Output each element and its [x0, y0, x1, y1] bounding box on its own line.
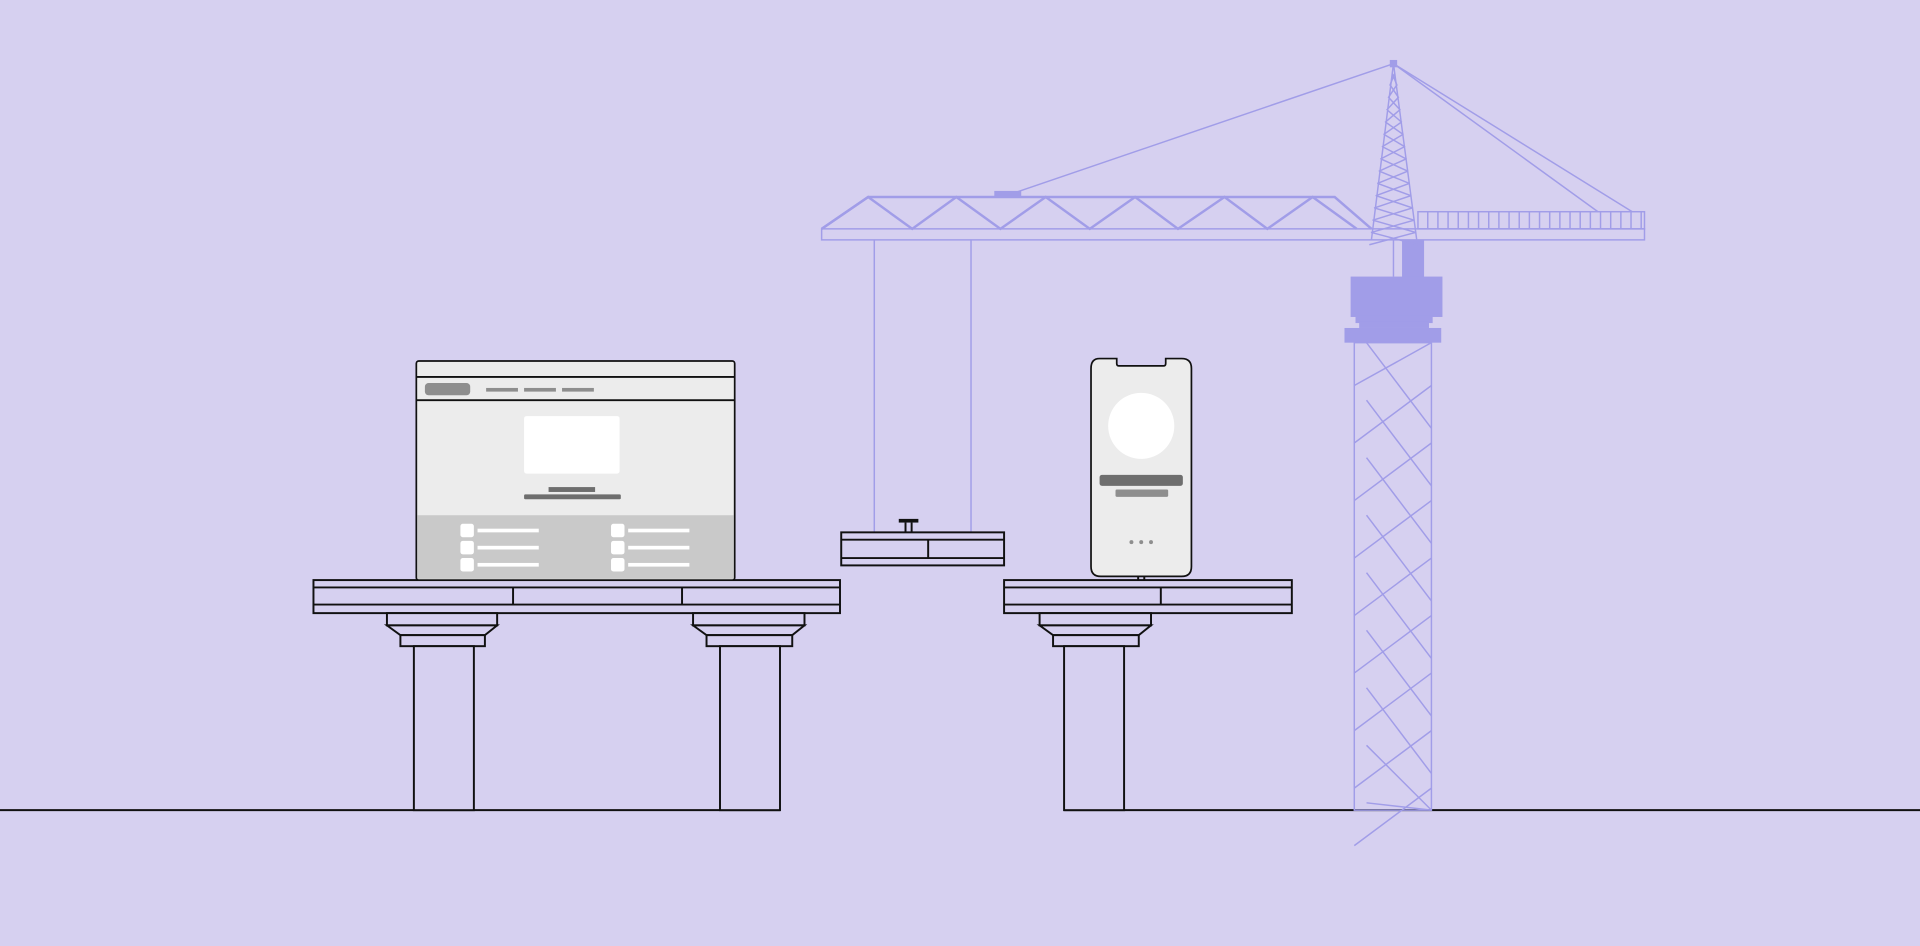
crane-mast-brace: [1380, 158, 1409, 173]
crane-mast-brace: [1377, 182, 1412, 197]
crane-mast-brace: [1389, 73, 1396, 86]
crane-mast-brace: [1388, 97, 1401, 111]
crane-mast-brace: [1376, 170, 1408, 185]
bridge-deck: [1003, 579, 1293, 615]
crane-tower-brace: [1365, 342, 1433, 429]
crane-tower-brace: [1365, 572, 1433, 659]
crane-mast-brace: [1379, 146, 1405, 160]
crane-peak: [1389, 59, 1398, 68]
feature-checkbox-icon: [460, 540, 474, 555]
crane-mast-brace: [1390, 85, 1400, 99]
bridge-pier: [1036, 612, 1154, 812]
pier-cap: [1038, 612, 1152, 627]
avatar-placeholder: [1108, 392, 1175, 459]
page-dots: [1129, 540, 1153, 545]
pier-cap: [692, 612, 806, 627]
pier-cap-taper: [690, 624, 808, 637]
feature-text-line: [628, 528, 690, 533]
crane-tower-brace: [1353, 672, 1432, 732]
pier-column: [719, 645, 781, 812]
pier-column: [1063, 645, 1126, 812]
crane-jib-truss: [820, 195, 1358, 231]
feature-list: [460, 523, 690, 572]
crane-tower-brace: [1353, 384, 1432, 444]
crane-jib-bottom: [820, 228, 1646, 241]
crane-tower-brace: [1365, 399, 1433, 487]
pier-cap-base: [399, 634, 486, 648]
crane-mast-brace: [1383, 133, 1406, 148]
bridge-deck: [312, 579, 841, 615]
crane-tower-brace: [1366, 802, 1432, 811]
crane-cable-front: [1016, 62, 1394, 193]
feature-checkbox-icon: [611, 540, 625, 555]
crane-tower-brace: [1365, 687, 1433, 774]
crane-tower-brace: [1365, 629, 1433, 717]
bridge-right: [1003, 579, 1293, 615]
mobile-phone-mockup: [1090, 357, 1193, 578]
hero-image-placeholder: [524, 416, 620, 474]
feature-text-line: [477, 545, 539, 550]
crane-mast-brace: [1379, 170, 1411, 185]
crane-mast-brace: [1375, 182, 1410, 197]
bolt-head: [898, 518, 919, 523]
feature-checkbox-icon: [460, 523, 474, 538]
pier-cap-base: [705, 634, 794, 648]
anchor-bolt-icon: [898, 518, 919, 533]
pier-cap-taper: [383, 624, 500, 637]
crane-mast-brace: [1383, 121, 1402, 136]
crane-mast-brace: [1373, 195, 1411, 209]
bridge-pier: [383, 612, 500, 812]
crane-mast-brace: [1384, 109, 1400, 123]
crane-tower-brace: [1353, 557, 1432, 617]
feature-text-line: [477, 562, 539, 567]
crane-mast-brace: [1391, 73, 1398, 86]
crane-cable-back: [1393, 63, 1599, 213]
crane-tower-brace: [1353, 499, 1432, 559]
feature-checkbox-icon: [611, 558, 625, 572]
crane-counterweight-block: [994, 190, 1022, 198]
crane-mast-brace: [1376, 195, 1414, 209]
crane-tower-brace: [1353, 787, 1432, 847]
crane-tower-brace: [1353, 730, 1432, 789]
nav-links: [486, 387, 594, 392]
crane-mast-brace: [1381, 133, 1403, 148]
crane-mast-brace: [1387, 109, 1403, 123]
bridge-left: [312, 579, 841, 615]
crane-cable-back-2: [1393, 63, 1633, 213]
crane-tower-brace: [1365, 457, 1433, 544]
crane-tower: [1353, 341, 1433, 811]
browser-window-mockup: [415, 360, 736, 581]
crane-tower-brace: [1353, 614, 1432, 674]
pier-cap-taper: [1036, 624, 1154, 637]
crane-counter-jib: [1417, 210, 1646, 230]
pier-column: [412, 645, 475, 812]
crane-mast-brace: [1372, 207, 1413, 221]
crane-mast-brace: [1386, 97, 1399, 111]
crane-mast-brace: [1382, 146, 1407, 160]
crane-mast-brace: [1370, 219, 1414, 234]
pier-cap: [385, 612, 499, 627]
crane-cab: [1344, 239, 1443, 343]
crane-tower-brace: [1365, 514, 1433, 602]
pier-cap-base: [1052, 634, 1140, 648]
feature-text-line: [628, 545, 690, 550]
crane-mast-brace: [1378, 158, 1407, 173]
crane-mast-brace: [1385, 121, 1404, 136]
tower-crane: [820, 59, 1646, 847]
bridge-pier: [690, 612, 808, 812]
bridge-middle-segment: [840, 531, 1006, 567]
feature-checkbox-icon: [611, 523, 625, 538]
crane-tower-brace: [1353, 442, 1432, 502]
crane-tower-brace: [1353, 342, 1432, 387]
logo-placeholder: [424, 383, 471, 396]
crane-mast-brace: [1387, 85, 1397, 99]
crane-mast-brace: [1369, 231, 1416, 246]
crane-tower-brace: [1366, 744, 1432, 811]
feature-text-line: [628, 562, 690, 567]
feature-checkbox-icon: [460, 558, 474, 572]
feature-text-line: [477, 528, 539, 533]
